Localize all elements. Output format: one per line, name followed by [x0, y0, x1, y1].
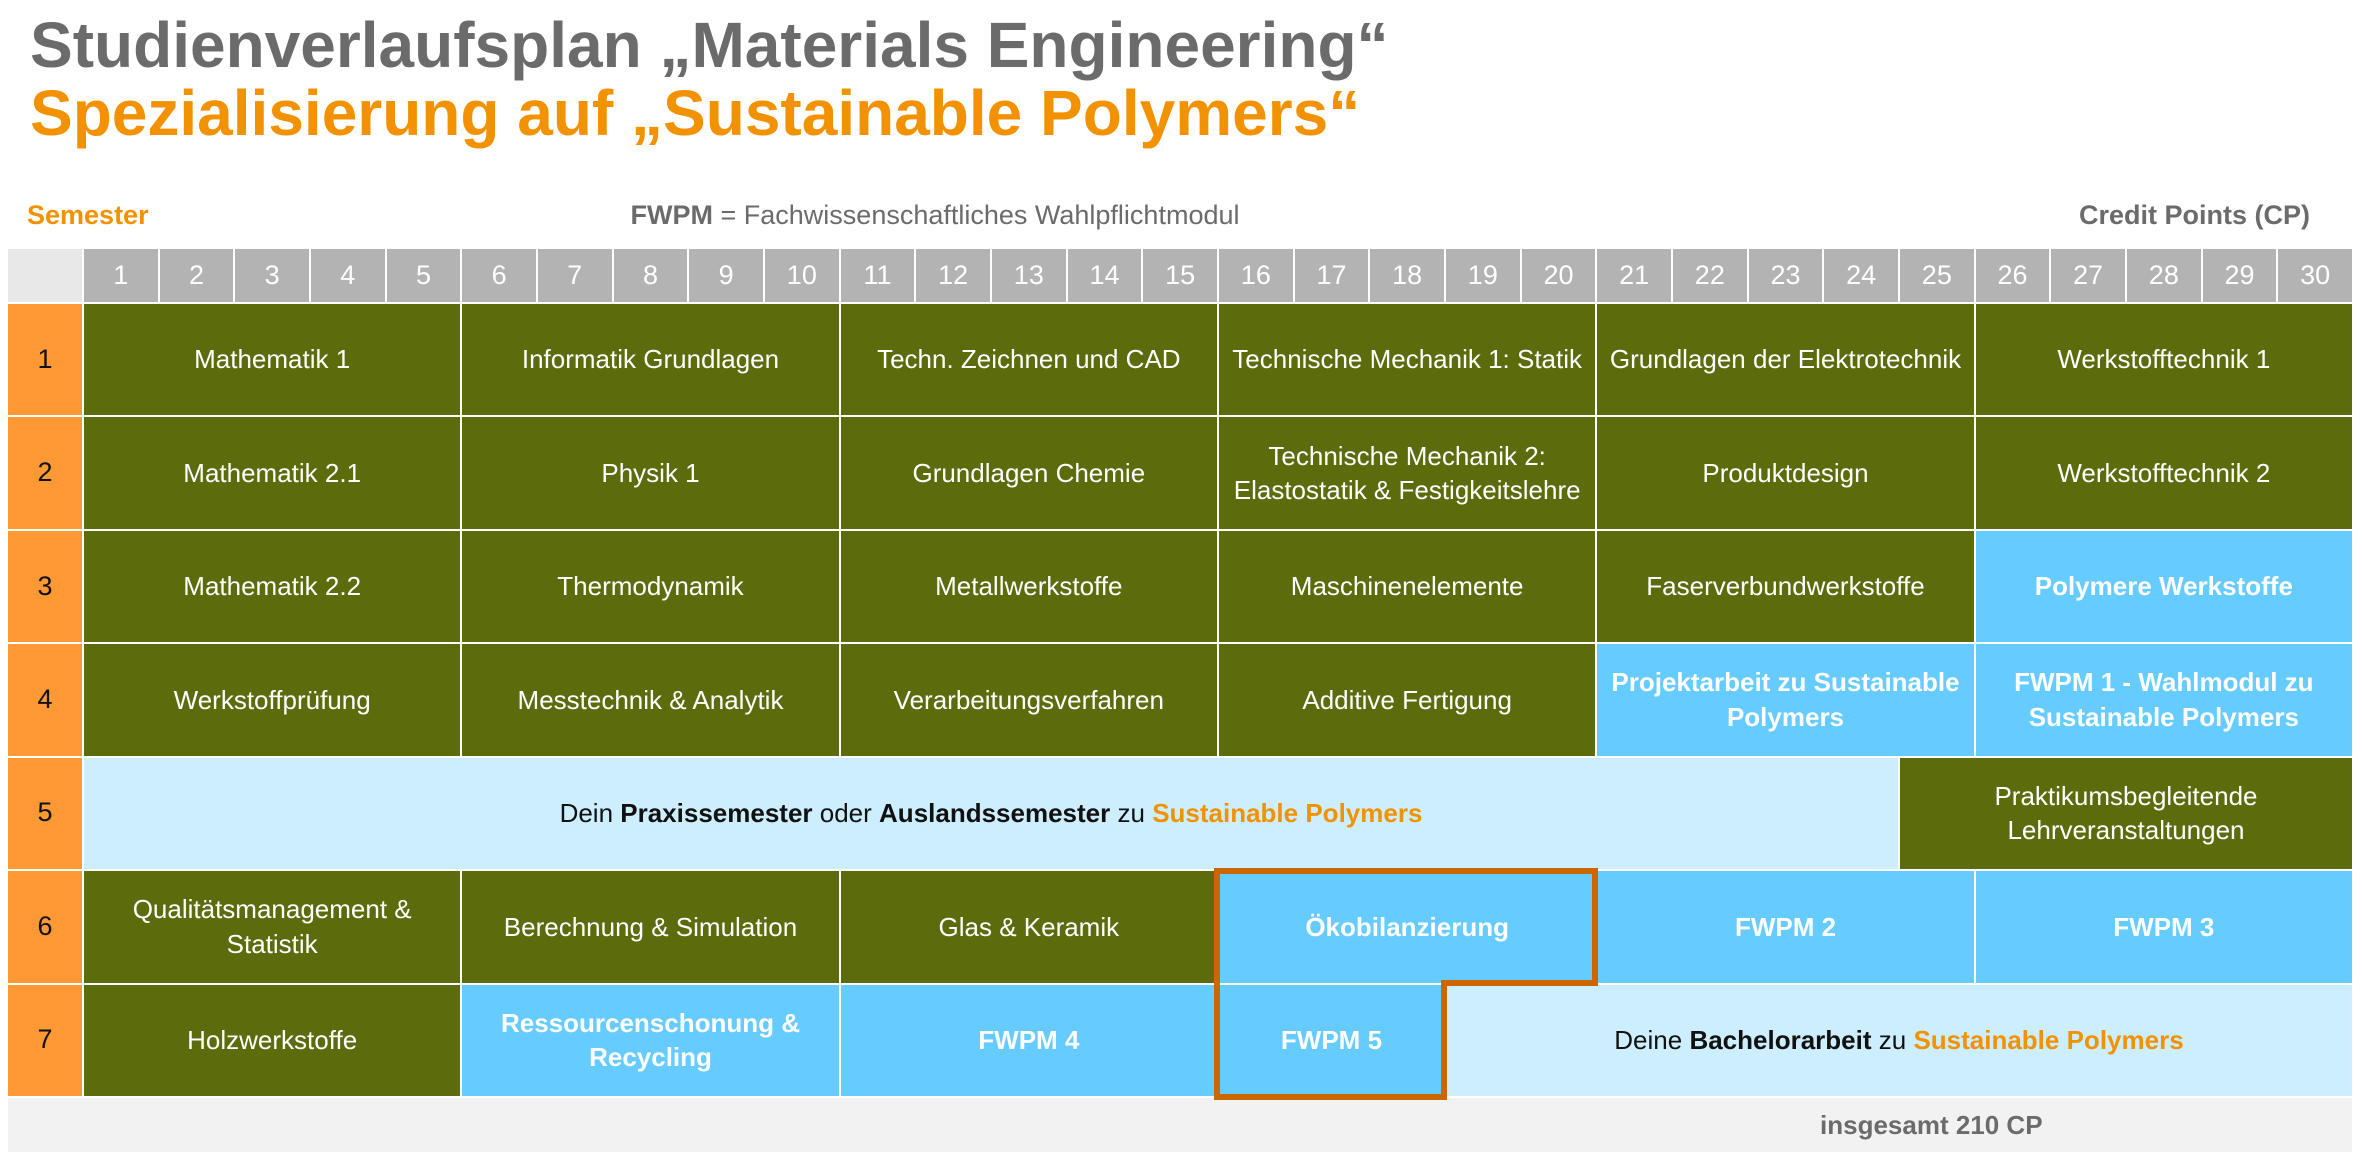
module-cell: Maschinenelemente — [1218, 530, 1596, 643]
module-cell: Techn. Zeichnen und CAD — [840, 304, 1217, 416]
semester-number: 7 — [8, 984, 82, 1096]
credit-points-label: Credit Points (CP) — [2078, 200, 2310, 230]
study-plan-table: 1 2 3 4 5 6 7 Mathematik 1 Informatik Gr… — [8, 249, 2352, 1152]
cp-column-header: 2 — [159, 249, 234, 302]
module-cell: Technische Mechanik 1: Statik — [1218, 304, 1596, 416]
cp-column-header: 3 — [235, 249, 309, 302]
page-title: Studienverlaufsplan „Materials Engineeri… — [30, 9, 1389, 81]
semester-number: 4 — [8, 644, 82, 756]
module-cell: Technische Mechanik 2: Elastostatik & Fe… — [1218, 417, 1596, 529]
page-subtitle: Spezialisierung auf „Sustainable Polymer… — [30, 77, 1361, 149]
specialization-module-cell: Ökobilanzierung — [1218, 871, 1596, 983]
cp-column-header: 4 — [310, 249, 385, 302]
fwpm-text: Fachwissenschaftliches Wahlpflichtmodul — [743, 200, 1240, 230]
specialization-highlight: Sustainable Polymers — [1152, 798, 1423, 829]
fwpm-cell: FWPM 5 — [1218, 984, 1444, 1096]
module-cell: Faserverbundwerkstoffe — [1597, 530, 1974, 643]
text: Dein — [559, 798, 621, 829]
cp-column-header: 26 — [1975, 249, 2050, 302]
module-cell: Werkstoffprüfung — [84, 644, 461, 756]
semester-number: 3 — [8, 530, 82, 643]
cp-column-header: 20 — [1521, 249, 1596, 302]
module-cell: Messtechnik & Analytik — [462, 644, 839, 756]
cp-column-header: 12 — [916, 249, 990, 302]
text-bold: Praxissemester — [620, 798, 813, 829]
cp-column-header: 11 — [840, 249, 915, 302]
module-cell: Mathematik 2.1 — [84, 417, 461, 529]
semester-label: Semester — [27, 200, 149, 230]
cp-column-header: 30 — [2278, 249, 2352, 302]
cp-column-header: 10 — [764, 249, 839, 302]
cp-column-header: 27 — [2051, 249, 2125, 302]
module-cell: Produktdesign — [1597, 417, 1974, 529]
practical-semester-cell: Dein Praxissemester oder Auslandssemeste… — [84, 757, 1898, 870]
module-cell: Berechnung & Simulation — [462, 871, 839, 983]
cp-column-header: 13 — [991, 249, 1066, 302]
module-cell: Praktikumsbegleitende Lehrveranstaltunge… — [1899, 757, 2352, 870]
fwpm-eq: = — [713, 200, 744, 230]
text: zu — [1871, 1024, 1914, 1055]
semester-number: 6 — [8, 871, 82, 983]
text: oder — [812, 798, 880, 829]
specialization-highlight: Sustainable Polymers — [1913, 1024, 2184, 1055]
fwpm-abbr: FWPM — [630, 200, 713, 230]
cp-column-header: 9 — [689, 249, 763, 302]
fwpm-legend: FWPM = Fachwissenschaftliches Wahlpflich… — [0, 200, 1870, 231]
module-cell: Mathematik 1 — [84, 304, 461, 416]
fwpm-cell: FWPM 4 — [840, 984, 1217, 1096]
module-cell: Mathematik 2.2 — [84, 530, 461, 643]
text-bold: Auslandssemester — [879, 798, 1111, 829]
cp-column-header: 14 — [1067, 249, 1142, 302]
cp-column-header: 1 — [84, 249, 158, 302]
cp-column-header: 18 — [1370, 249, 1444, 302]
cp-column-header: 23 — [1748, 249, 1823, 302]
cp-column-header: 17 — [1294, 249, 1369, 302]
specialization-module-cell: FWPM 1 - Wahlmodul zu Sustainable Polyme… — [1975, 644, 2352, 756]
specialization-module-cell: Polymere Werkstoffe — [1975, 530, 2352, 643]
cp-column-header: 28 — [2126, 249, 2201, 302]
cp-column-header: 22 — [1672, 249, 1747, 302]
cp-column-header: 5 — [386, 249, 461, 302]
module-cell: Werkstofftechnik 2 — [1975, 417, 2352, 529]
cp-column-header: 25 — [1899, 249, 1974, 302]
fwpm-cell: FWPM 3 — [1975, 871, 2352, 983]
text: zu — [1110, 798, 1153, 829]
text-bold: Bachelorarbeit — [1689, 1024, 1872, 1055]
module-cell: Additive Fertigung — [1218, 644, 1596, 756]
module-cell: Grundlagen der Elektrotechnik — [1597, 304, 1974, 416]
total-credits: insgesamt 210 CP — [8, 1098, 2352, 1152]
module-cell: Verarbeitungsverfahren — [840, 644, 1217, 756]
module-cell: Metallwerkstoffe — [840, 530, 1217, 643]
cp-column-header: 8 — [613, 249, 688, 302]
cp-column-header: 24 — [1824, 249, 1898, 302]
semester-number: 5 — [8, 757, 82, 870]
cp-column-header: 16 — [1218, 249, 1293, 302]
cp-column-header: 19 — [1445, 249, 1520, 302]
cp-column-header: 7 — [537, 249, 612, 302]
module-cell: Grundlagen Chemie — [840, 417, 1217, 529]
semester-number: 1 — [8, 304, 82, 416]
module-cell: Qualitätsmanagement & Statistik — [84, 871, 461, 983]
cp-column-header: 29 — [2202, 249, 2277, 302]
specialization-module-cell: Ressourcenschonung & Recycling — [462, 984, 839, 1096]
module-cell: Holzwerkstoffe — [84, 984, 461, 1096]
module-cell: Glas & Keramik — [840, 871, 1217, 983]
cp-column-header: 21 — [1597, 249, 1671, 302]
cp-column-header: 15 — [1143, 249, 1217, 302]
bachelor-thesis-cell: Deine Bachelorarbeit zu Sustainable Poly… — [1445, 984, 2352, 1096]
module-cell: Informatik Grundlagen — [462, 304, 839, 416]
specialization-module-cell: Projektarbeit zu Sustainable Polymers — [1597, 644, 1974, 756]
module-cell: Thermodynamik — [462, 530, 839, 643]
semester-number: 2 — [8, 417, 82, 529]
text: Deine — [1614, 1024, 1690, 1055]
module-cell: Werkstofftechnik 1 — [1975, 304, 2352, 416]
module-cell: Physik 1 — [462, 417, 839, 529]
corner-cell — [8, 249, 82, 302]
fwpm-cell: FWPM 2 — [1597, 871, 1974, 983]
cp-column-header: 6 — [462, 249, 536, 302]
